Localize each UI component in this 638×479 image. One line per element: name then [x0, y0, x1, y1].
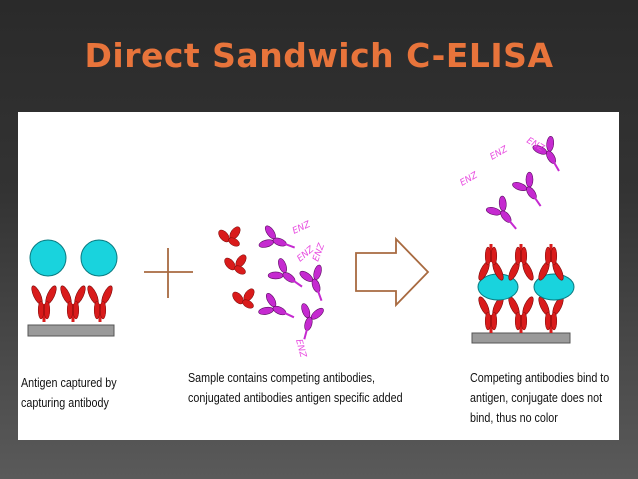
caption-line: capturing antibody — [21, 396, 109, 410]
diagram-panel: ENZ ENZ ENZ ENZ ENZ ENZ ENZ — [18, 112, 619, 440]
capture-antibody — [84, 282, 116, 324]
plate-surface — [471, 332, 571, 344]
conjugated-antibody — [481, 191, 528, 239]
panel2-sample-mix: ENZ ENZ ENZ ENZ — [216, 219, 335, 360]
antigen — [29, 239, 67, 277]
conjugated-antibody — [290, 299, 328, 344]
capture-antibody — [535, 293, 567, 335]
panel1-caption: Antigen captured by capturing antibody — [21, 373, 117, 413]
capture-antibody — [475, 293, 507, 335]
caption-line: Antigen captured by — [21, 376, 117, 390]
plus-icon — [144, 248, 193, 298]
caption-line: conjugated antibodies antigen specific a… — [188, 391, 403, 405]
capture-antibody — [28, 282, 60, 324]
plate-surface — [27, 324, 115, 337]
antigen — [533, 273, 575, 301]
conjugated-antibody — [254, 289, 301, 331]
elisa-diagram: ENZ ENZ ENZ ENZ ENZ ENZ ENZ — [27, 132, 575, 360]
slide-title: Direct Sandwich C-ELISA — [84, 36, 554, 75]
panel3-result: ENZ ENZ ENZ — [459, 132, 575, 344]
caption-line: bind, thus no color — [470, 411, 558, 425]
competing-antibody — [505, 242, 537, 284]
competing-antibody — [230, 286, 257, 311]
panel1-capture-assay — [27, 239, 118, 337]
enzyme-label: ENZ — [293, 338, 308, 359]
caption-line: antigen, conjugate does not — [470, 391, 603, 405]
caption-line: Competing antibodies bind to — [470, 371, 610, 385]
capture-antibody — [57, 282, 89, 324]
enzyme-label: ENZ — [459, 170, 481, 188]
conjugated-antibody — [295, 261, 335, 307]
enzyme-label: ENZ — [489, 144, 511, 162]
panel3-caption: Competing antibodies bind to antigen, co… — [470, 368, 609, 428]
panel2-caption: Sample contains competing antibodies, co… — [188, 368, 403, 408]
conjugated-antibody — [508, 167, 553, 215]
antigen — [80, 239, 118, 277]
arrow-right-icon — [355, 236, 430, 308]
competing-antibody — [216, 224, 243, 249]
capture-antibody — [505, 293, 537, 335]
competing-antibody — [222, 252, 249, 277]
enzyme-label: ENZ — [291, 219, 313, 236]
caption-line: Sample contains competing antibodies, — [188, 371, 376, 385]
enzyme-label: ENZ — [311, 241, 327, 263]
